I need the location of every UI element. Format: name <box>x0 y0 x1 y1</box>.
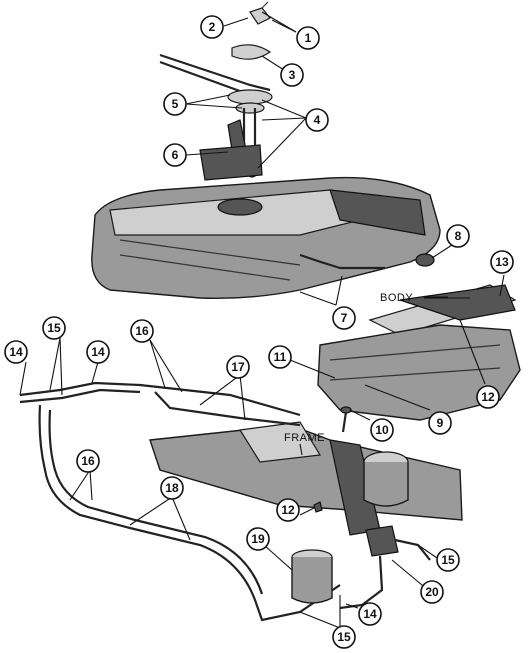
svg-text:14: 14 <box>9 345 23 359</box>
fuel-lines <box>19 381 341 622</box>
callout-15-left: 15 <box>42 316 66 340</box>
callout-16-left: 16 <box>76 449 100 473</box>
callout-2: 2 <box>200 15 224 39</box>
svg-text:17: 17 <box>231 360 245 374</box>
fuel-filter-fitting <box>339 525 431 610</box>
svg-text:4: 4 <box>314 113 321 127</box>
svg-text:9: 9 <box>437 416 444 430</box>
body-floor-pan <box>317 284 521 421</box>
callout-16-top: 16 <box>130 319 154 343</box>
svg-text:13: 13 <box>495 255 509 269</box>
svg-text:15: 15 <box>441 553 455 567</box>
callout-12-upper: 12 <box>476 385 500 409</box>
callout-19: 19 <box>246 527 270 551</box>
svg-text:7: 7 <box>341 311 348 325</box>
svg-text:12: 12 <box>281 503 295 517</box>
svg-text:11: 11 <box>274 350 287 364</box>
svg-text:19: 19 <box>251 532 265 546</box>
svg-text:16: 16 <box>81 454 95 468</box>
svg-text:15: 15 <box>337 630 351 644</box>
svg-text:14: 14 <box>363 607 377 621</box>
callout-18: 18 <box>160 476 184 500</box>
callout-14-bottom: 14 <box>358 602 382 626</box>
svg-text:14: 14 <box>91 345 105 359</box>
svg-text:15: 15 <box>47 321 61 335</box>
callout-10: 10 <box>370 418 394 442</box>
callout-3: 3 <box>280 63 304 87</box>
frame-mounted-pump-housing <box>363 451 409 507</box>
callout-14-middle: 14 <box>86 340 110 364</box>
vapor-canister <box>291 549 333 604</box>
callout-17: 17 <box>226 355 250 379</box>
callout-20: 20 <box>420 580 444 604</box>
drain-plug <box>415 253 435 267</box>
callout-9: 9 <box>428 411 452 435</box>
svg-text:12: 12 <box>481 390 495 404</box>
callout-15-right: 15 <box>436 548 460 572</box>
callout-6: 6 <box>163 143 187 167</box>
leader-lines <box>19 11 505 629</box>
svg-text:20: 20 <box>425 585 439 599</box>
callout-5: 5 <box>163 92 187 116</box>
sender-clip-parts <box>231 1 272 60</box>
frame-arrow <box>299 443 303 456</box>
svg-text:2: 2 <box>209 20 216 34</box>
callout-8: 8 <box>446 224 470 248</box>
callout-11: 11 <box>268 345 292 369</box>
svg-text:3: 3 <box>289 68 296 82</box>
frame-label: FRAME <box>284 432 325 444</box>
callout-4: 4 <box>305 108 329 132</box>
callout-15-bottom: 15 <box>332 625 356 649</box>
svg-text:16: 16 <box>135 324 149 338</box>
callout-1: 1 <box>296 26 320 50</box>
sender-vapor-tube <box>159 60 249 96</box>
callout-7: 7 <box>332 306 356 330</box>
svg-text:10: 10 <box>375 423 389 437</box>
svg-text:1: 1 <box>305 31 312 45</box>
body-label: BODY <box>380 292 413 304</box>
strap-bolt <box>340 406 352 433</box>
fuel-tank <box>91 144 441 300</box>
callout-14-left: 14 <box>4 340 28 364</box>
clip-small <box>313 501 323 513</box>
svg-text:8: 8 <box>455 229 462 243</box>
callout-12-lower: 12 <box>276 498 300 522</box>
sender-fuel-tube <box>159 53 271 92</box>
callout-13: 13 <box>490 250 514 274</box>
svg-text:18: 18 <box>165 481 179 495</box>
svg-text:5: 5 <box>172 97 179 111</box>
tank-outlet-hose <box>299 253 385 270</box>
svg-text:6: 6 <box>172 148 179 162</box>
